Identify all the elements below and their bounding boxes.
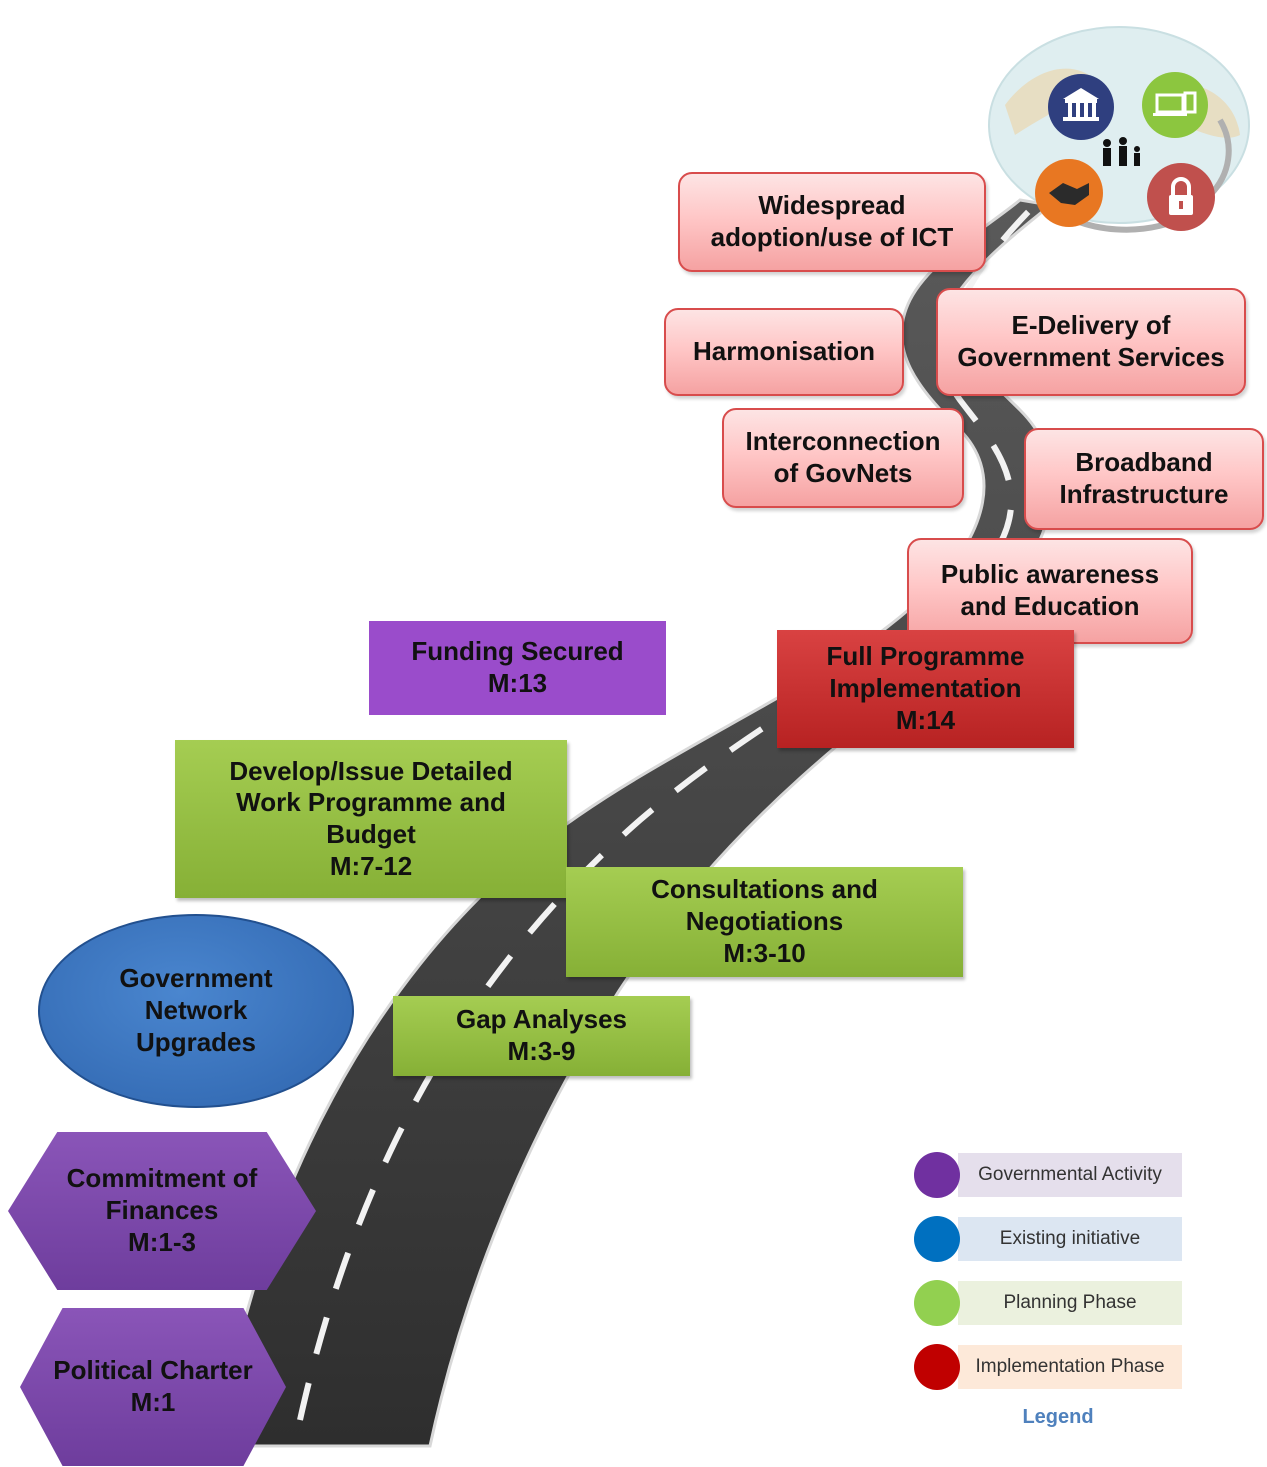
legend-item-governmental: Governmental Activity xyxy=(912,1150,1192,1200)
legend-bar: Existing initiative xyxy=(958,1217,1182,1261)
devices-icon xyxy=(1142,72,1208,138)
legend-bar: Planning Phase xyxy=(958,1281,1182,1325)
legend-title: Legend xyxy=(1022,1406,1094,1428)
legend-item-implementation: Implementation Phase xyxy=(912,1342,1192,1392)
step-harmonisation: Harmonisation xyxy=(664,308,904,396)
legend-bar: Implementation Phase xyxy=(958,1345,1182,1389)
egov-emblem xyxy=(988,26,1250,233)
legend-dot xyxy=(914,1152,960,1198)
legend-dot xyxy=(914,1280,960,1326)
government-building-icon xyxy=(1048,74,1114,140)
legend-bar: Governmental Activity xyxy=(958,1153,1182,1197)
family-icon xyxy=(1103,137,1140,166)
legend-item-planning: Planning Phase xyxy=(912,1278,1192,1328)
padlock-icon xyxy=(1147,163,1215,231)
legend-item-existing: Existing initiative xyxy=(912,1214,1192,1264)
legend-dot xyxy=(914,1216,960,1262)
handshake-icon xyxy=(1035,159,1103,227)
legend-dot xyxy=(914,1344,960,1390)
